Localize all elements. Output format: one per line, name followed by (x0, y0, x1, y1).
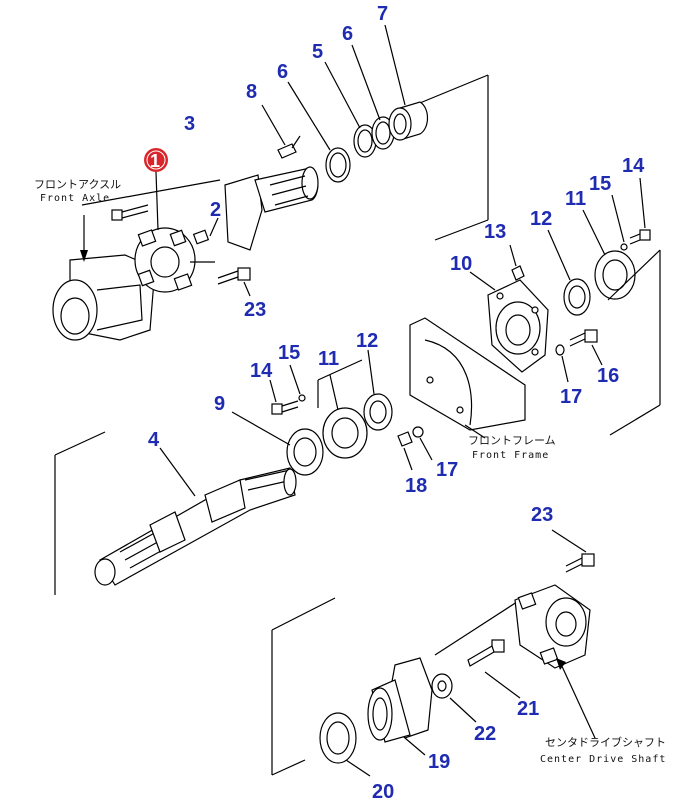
part-11-bearing-mid (322, 374, 368, 459)
callout-2: 2 (210, 199, 221, 221)
part-1-coupling (134, 227, 215, 293)
center-drive-coupling (514, 584, 596, 739)
top-section-frame (81, 74, 489, 241)
part-6-snap-ring-left (287, 81, 351, 183)
callout-23a: 23 (244, 299, 266, 321)
callout-21: 21 (517, 698, 539, 720)
callout-10: 10 (450, 253, 472, 275)
middle-section-frame (317, 359, 363, 408)
part-12-seal-mid (363, 349, 393, 431)
callout-14b: 14 (622, 155, 645, 177)
part-21-bolt (467, 639, 521, 699)
front-frame-plate (409, 317, 526, 439)
callout-7: 7 (377, 3, 388, 25)
part-7-bearing (384, 24, 429, 141)
bolt-left (111, 204, 149, 221)
center-drive-shaft-label-jp: センタドライブシャフト (545, 735, 666, 749)
callout-23b: 23 (531, 504, 553, 526)
part-4-shaft (54, 431, 297, 595)
part-14-bolt-mid (269, 379, 299, 415)
callout-17a: 17 (560, 386, 582, 408)
callout-1-highlight: 1 (144, 148, 168, 231)
part-14-bolt-right (629, 177, 651, 245)
right-section-frame (607, 249, 661, 436)
part-2-bolt (192, 217, 219, 245)
part-8-grease-fitting (261, 104, 301, 159)
callout-18: 18 (405, 475, 427, 497)
part-23-bolt-bottom (551, 529, 595, 573)
part-19-yoke (367, 657, 433, 756)
part-6-snap-ring-right (351, 44, 395, 150)
part-11-bearing-right (582, 209, 636, 300)
part-23-bolt-top (217, 267, 251, 297)
callout-11a: 11 (318, 348, 339, 370)
callout-11b: 11 (565, 188, 586, 210)
part-10-housing (469, 271, 549, 373)
part-13-grease-fitting (509, 244, 525, 281)
callout-6a: 6 (277, 61, 288, 83)
front-axle-housing (52, 215, 156, 341)
callout-8: 8 (246, 81, 257, 103)
callout-17b: 17 (436, 459, 458, 481)
callout-15a: 15 (278, 342, 300, 364)
part-15-washer-mid (289, 364, 306, 402)
part-22-washer (431, 673, 477, 723)
callout-20: 20 (372, 781, 394, 803)
part-17-washer-right (555, 344, 569, 383)
front-axle-label-jp: フロントアクスル (34, 178, 121, 191)
callout-12b: 12 (530, 208, 552, 230)
front-axle-label-en: Front Axle (40, 193, 110, 204)
callout-12a: 12 (356, 330, 378, 352)
part-17-washer-mid (412, 426, 433, 461)
part-15-washer-right (611, 194, 628, 251)
part-9-seal (231, 411, 324, 476)
callout-3: 3 (184, 113, 195, 135)
part-3-yoke (224, 166, 319, 251)
callout-5: 5 (312, 41, 323, 63)
callout-16: 16 (597, 365, 619, 387)
part-18-nut (397, 431, 413, 471)
bottom-section-frame (271, 597, 521, 776)
part-5-ring (324, 61, 377, 158)
callout-14a: 14 (250, 360, 273, 382)
callout-1: 1 (150, 151, 160, 171)
callout-9: 9 (214, 393, 225, 415)
callout-15b: 15 (589, 173, 611, 195)
front-frame-label-jp: フロントフレーム (468, 434, 556, 447)
callout-4: 4 (148, 429, 160, 451)
callout-22: 22 (474, 723, 496, 745)
callout-13: 13 (484, 221, 506, 243)
center-drive-shaft-label-en: Center Drive Shaft (540, 754, 666, 765)
callout-19: 19 (428, 751, 450, 773)
front-frame-label-en: Front Frame (472, 450, 549, 461)
callout-6b: 6 (342, 23, 353, 45)
part-12-seal-right (547, 229, 591, 316)
part-20-seal (319, 712, 371, 777)
part-16-bolt (569, 329, 603, 366)
